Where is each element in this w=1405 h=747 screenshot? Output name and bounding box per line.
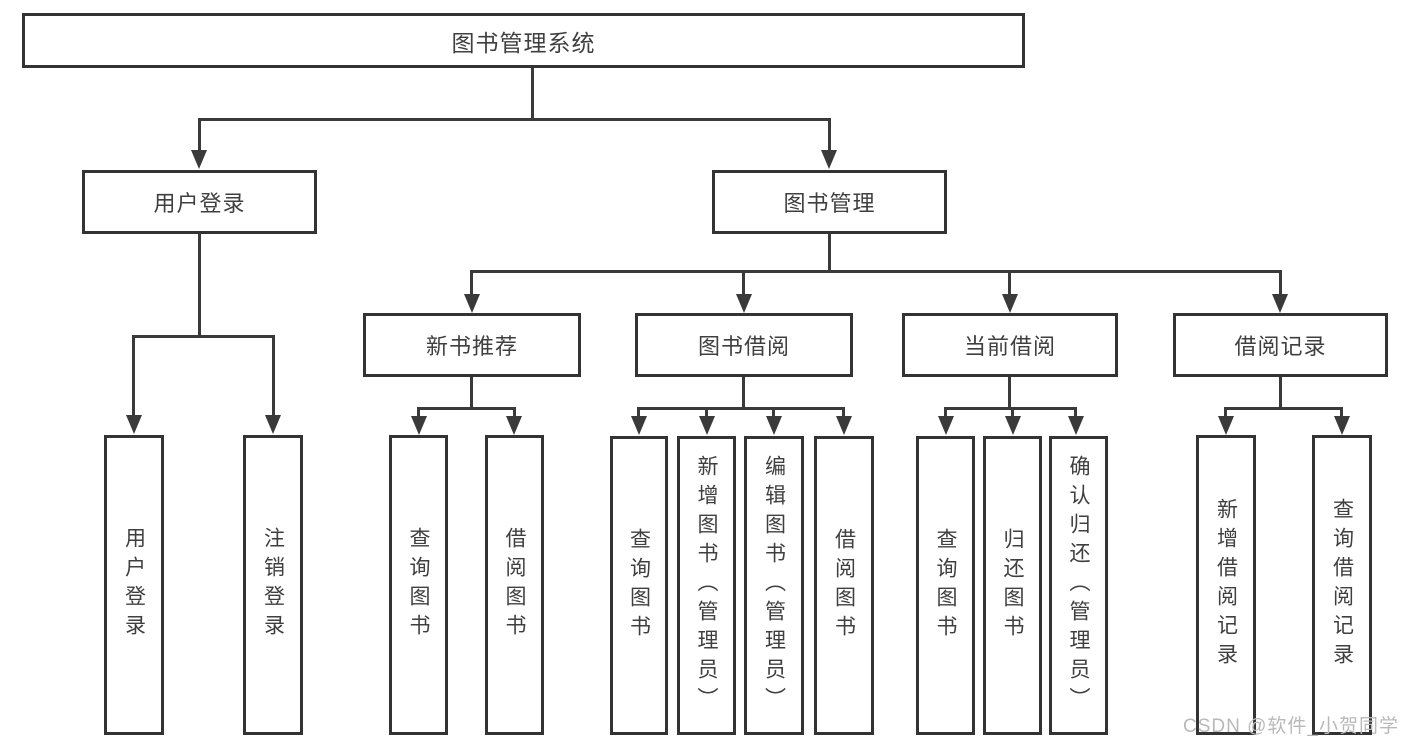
node-label: 注销登录 [261, 527, 285, 643]
leaf-query-books-recommend: 查询图书 [389, 435, 448, 735]
node-borrowing-records: 借阅记录 [1173, 313, 1388, 377]
leaf-edit-book-admin: 编辑图书（管理员） [744, 436, 804, 735]
line [742, 377, 745, 407]
line [1074, 407, 1077, 417]
line [1008, 270, 1011, 295]
arrowhead-down-icon [938, 416, 954, 435]
node-label: 新书推荐 [425, 334, 518, 359]
csdn-watermark: CSDN @软件_小贺同学 [1183, 716, 1399, 737]
arrowhead-down-icon [506, 416, 522, 435]
leaf-query-books-current: 查询图书 [916, 436, 975, 735]
node-current-borrowing: 当前借阅 [902, 313, 1118, 377]
leaf-query-books-borrow: 查询图书 [610, 436, 668, 735]
arrowhead-down-icon [126, 415, 142, 434]
arrowhead-down-icon [464, 294, 480, 313]
leaf-logout: 注销登录 [243, 435, 303, 735]
line [1008, 377, 1011, 407]
leaf-return-book: 归还图书 [983, 436, 1042, 735]
arrowhead-down-icon [1002, 294, 1018, 313]
leaf-user-login: 用户登录 [104, 435, 164, 735]
line [470, 377, 473, 407]
arrowhead-down-icon [1334, 416, 1350, 435]
line [828, 234, 831, 270]
line [828, 118, 831, 151]
arrowhead-down-icon [1272, 294, 1288, 313]
node-label: 图书管理 [783, 191, 876, 216]
line [944, 407, 947, 417]
node-label: 借阅记录 [1234, 334, 1327, 359]
line [513, 407, 516, 417]
line [637, 407, 845, 410]
node-label: 图书借阅 [697, 334, 790, 359]
arrowhead-down-icon [1068, 416, 1084, 435]
line [637, 407, 640, 417]
line [470, 270, 473, 295]
node-label: 新增图书（管理员） [695, 455, 719, 716]
line [842, 407, 845, 417]
node-label: 用户登录 [153, 191, 246, 216]
line [132, 335, 275, 338]
line [705, 407, 708, 417]
node-book-management: 图书管理 [712, 170, 947, 234]
arrowhead-down-icon [1005, 416, 1021, 435]
line [944, 407, 1077, 410]
node-label: 查询图书 [627, 527, 651, 644]
line [1279, 377, 1282, 407]
line [470, 270, 1282, 273]
line [1224, 407, 1343, 410]
line [417, 407, 420, 417]
node-label: 查询图书 [934, 527, 958, 644]
line [198, 118, 201, 151]
node-label: 归还图书 [1001, 527, 1025, 644]
leaf-add-borrow-record: 新增借阅记录 [1196, 435, 1256, 735]
arrowhead-down-icon [699, 416, 715, 435]
node-label: 编辑图书（管理员） [762, 455, 786, 716]
arrowhead-down-icon [766, 416, 782, 435]
leaf-borrow-books-recommend: 借阅图书 [485, 435, 544, 735]
arrowhead-down-icon [821, 150, 837, 169]
line [742, 270, 745, 295]
node-label: 借阅图书 [832, 527, 856, 644]
leaf-borrow-books: 借阅图书 [814, 436, 874, 735]
line [1279, 270, 1282, 295]
node-label: 确认归还（管理员） [1067, 455, 1091, 716]
arrowhead-down-icon [836, 416, 852, 435]
line [772, 407, 775, 417]
node-book-borrowing: 图书借阅 [635, 313, 853, 377]
node-root-library-system: 图书管理系统 [22, 13, 1025, 68]
arrowhead-down-icon [1218, 416, 1234, 435]
node-label: 新增借阅记录 [1214, 498, 1238, 672]
node-new-book-recommend: 新书推荐 [363, 313, 581, 377]
line [531, 68, 534, 118]
arrowhead-down-icon [736, 294, 752, 313]
line [198, 234, 201, 335]
node-label: 查询借阅记录 [1330, 498, 1354, 672]
node-user-login: 用户登录 [82, 170, 317, 234]
node-label: 用户登录 [122, 527, 146, 643]
leaf-confirm-return-admin: 确认归还（管理员） [1049, 436, 1108, 735]
node-label: 借阅图书 [503, 527, 527, 643]
node-label: 查询图书 [407, 527, 431, 643]
leaf-query-borrow-record: 查询借阅记录 [1312, 435, 1372, 735]
line [1340, 407, 1343, 417]
node-label: 当前借阅 [963, 334, 1056, 359]
arrowhead-down-icon [191, 150, 207, 169]
line [132, 335, 135, 416]
line [1011, 407, 1014, 417]
line [1224, 407, 1227, 417]
line [417, 407, 516, 410]
arrowhead-down-icon [265, 415, 281, 434]
leaf-add-book-admin: 新增图书（管理员） [677, 436, 736, 735]
arrowhead-down-icon [411, 416, 427, 435]
line [198, 118, 831, 121]
node-label: 图书管理系统 [451, 29, 596, 56]
arrowhead-down-icon [631, 416, 647, 435]
line [272, 335, 275, 416]
